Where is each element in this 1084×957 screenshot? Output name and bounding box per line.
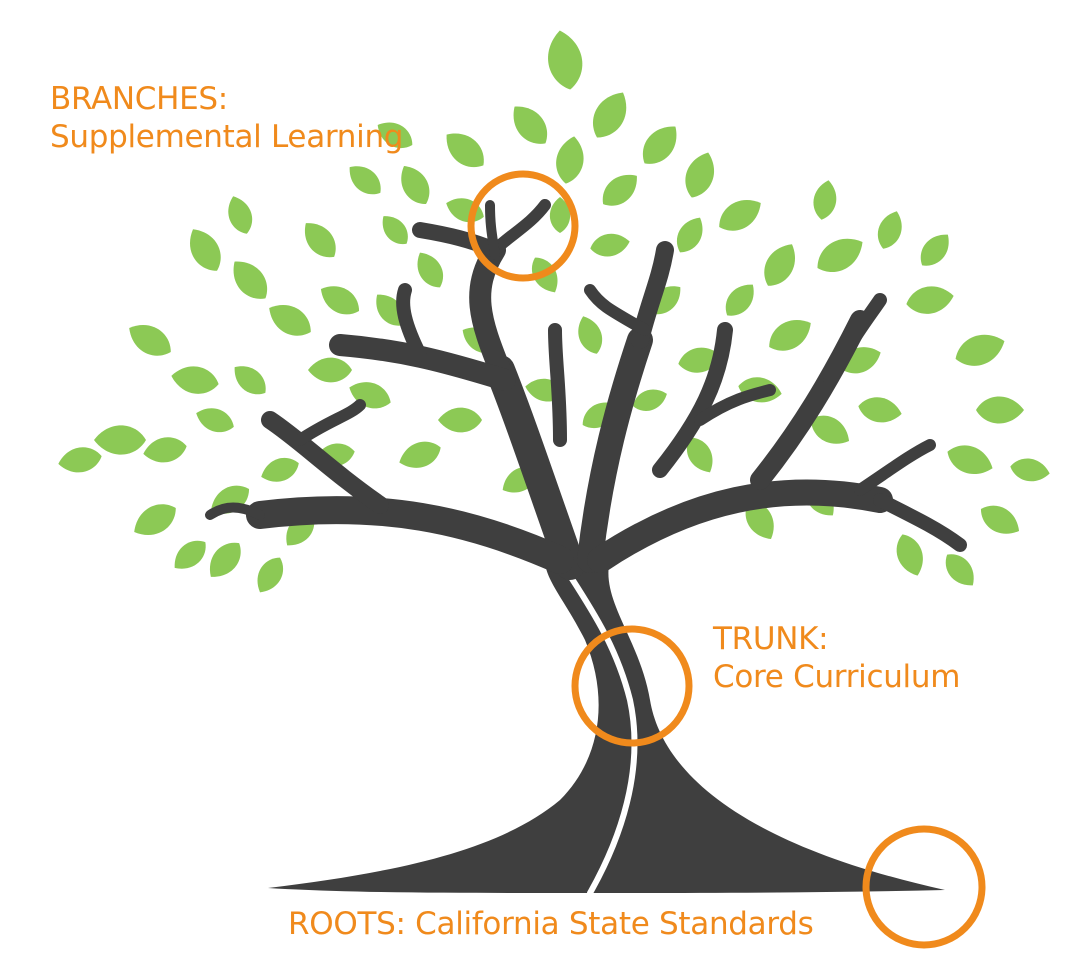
- roots-text: ROOTS: California State Standards: [288, 906, 814, 942]
- leaf-shape: [401, 165, 430, 205]
- leaf-shape: [945, 554, 974, 586]
- leaf-shape: [94, 425, 146, 455]
- leaf-shape: [269, 304, 311, 336]
- leaf-shape: [549, 197, 571, 233]
- leaf-shape: [810, 415, 850, 444]
- leaf-shape: [858, 397, 902, 423]
- leaf-shape: [143, 437, 187, 463]
- leaf-shape: [171, 366, 219, 394]
- trunk-shape: [268, 560, 945, 893]
- leaf-shape: [643, 126, 677, 164]
- leaf-shape: [725, 284, 754, 316]
- leaf-shape: [209, 542, 241, 577]
- leaf-shape: [196, 408, 234, 433]
- branches-marker-circle: [467, 170, 579, 282]
- leaf-shape: [189, 229, 221, 271]
- trunk-split: [557, 557, 638, 896]
- leaf-shape: [906, 286, 954, 314]
- leaf-shape: [399, 441, 441, 468]
- leaf-shape: [817, 238, 863, 272]
- roots-marker-circle: [862, 825, 986, 949]
- leaf-shape: [602, 174, 637, 206]
- leaf-shape: [548, 30, 583, 90]
- leaf-shape: [947, 445, 993, 475]
- leaf-shape: [920, 234, 949, 266]
- leaf-shape: [896, 534, 923, 576]
- leaf-shape: [955, 334, 1005, 366]
- leaf-shape: [769, 319, 811, 351]
- branches-label: BRANCHES: Supplemental Learning: [50, 80, 403, 156]
- trunk-title: TRUNK:: [713, 621, 829, 657]
- leaf-shape: [764, 244, 796, 286]
- leaf-shape: [513, 106, 547, 144]
- branch-lines: [205, 199, 967, 580]
- leaf-shape: [813, 180, 837, 220]
- leaf-shape: [228, 196, 253, 234]
- trunk-label: TRUNK: Core Curriculum: [713, 620, 960, 696]
- branches-title: BRANCHES:: [50, 81, 228, 117]
- leaf-shape: [438, 407, 482, 433]
- leaf-shape: [556, 136, 584, 184]
- leaf-shape: [377, 122, 413, 149]
- leaf-shape: [1010, 458, 1050, 482]
- leaf-shape: [304, 223, 336, 258]
- leaf-shape: [234, 366, 266, 395]
- leaf-shape: [320, 286, 360, 315]
- leaf-shape: [349, 166, 381, 195]
- leaf-shape: [261, 457, 299, 482]
- leaf-shape: [308, 357, 352, 383]
- leaf-shape: [233, 261, 267, 299]
- leaf-shape: [174, 540, 206, 569]
- leaf-shape: [676, 217, 703, 253]
- trunk-subtitle: Core Curriculum: [713, 659, 961, 695]
- leaf-shape: [417, 252, 444, 288]
- leaf-shape: [446, 133, 484, 167]
- leaf-shape: [685, 152, 715, 198]
- trunk-marker-circle: [571, 625, 693, 747]
- highlight-circles: [467, 170, 986, 949]
- leaf-shape: [719, 199, 761, 231]
- leaf-shape: [590, 233, 630, 257]
- leaf-shape: [382, 216, 408, 245]
- leaf-shape: [745, 500, 774, 540]
- leaf-shape: [976, 396, 1024, 424]
- leaf-shape: [686, 437, 713, 473]
- leaf-shape: [58, 447, 102, 473]
- leaf-shape: [633, 389, 667, 411]
- leaf-shape: [129, 324, 171, 356]
- leaf-shape: [257, 557, 284, 593]
- leaf-shape: [593, 92, 627, 138]
- leaf-shape: [134, 504, 176, 536]
- trunk-and-branches: [205, 199, 967, 896]
- leaf-shape: [578, 316, 603, 354]
- leaf-shape: [877, 211, 902, 249]
- roots-label: ROOTS: California State Standards: [288, 905, 814, 943]
- branches-subtitle: Supplemental Learning: [50, 119, 404, 155]
- leaf-shape: [980, 505, 1020, 534]
